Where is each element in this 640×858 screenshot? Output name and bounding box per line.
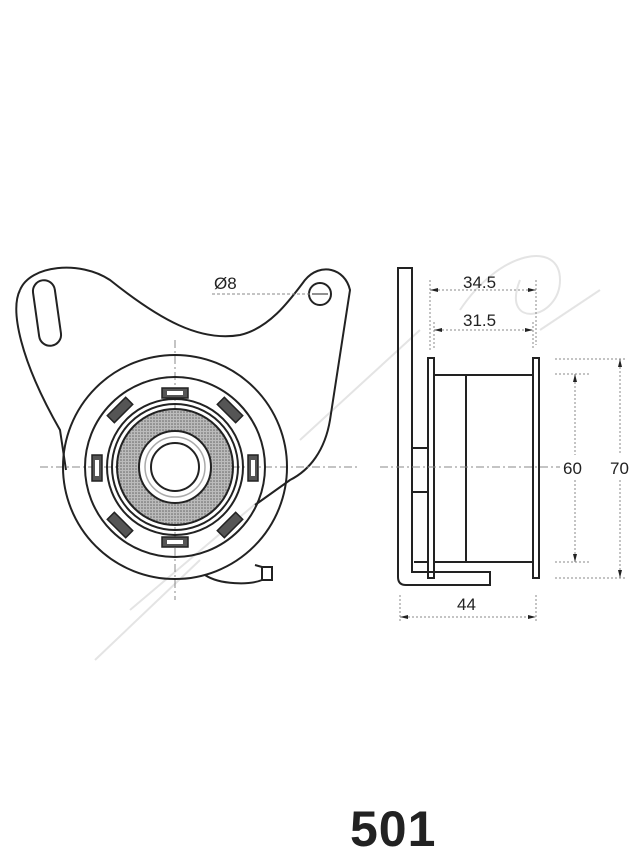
bottom-tab bbox=[204, 566, 273, 585]
pulley-outer bbox=[62, 354, 288, 580]
dim-inner-diameter: 60 bbox=[563, 459, 582, 478]
hole-diameter-label: Ø8 bbox=[214, 274, 237, 293]
part-number: 501 bbox=[350, 801, 437, 857]
slot bbox=[31, 279, 63, 347]
dim-overall-width: 34.5 bbox=[463, 273, 496, 292]
dim-inner-width: 31.5 bbox=[463, 311, 496, 330]
dim-outer-diameter: 70 bbox=[610, 459, 629, 478]
side-view bbox=[380, 267, 625, 622]
dim-total-depth: 44 bbox=[457, 595, 476, 614]
front-view bbox=[15, 266, 360, 600]
bearing-bore bbox=[150, 442, 200, 492]
bracket-outline bbox=[19, 266, 352, 506]
